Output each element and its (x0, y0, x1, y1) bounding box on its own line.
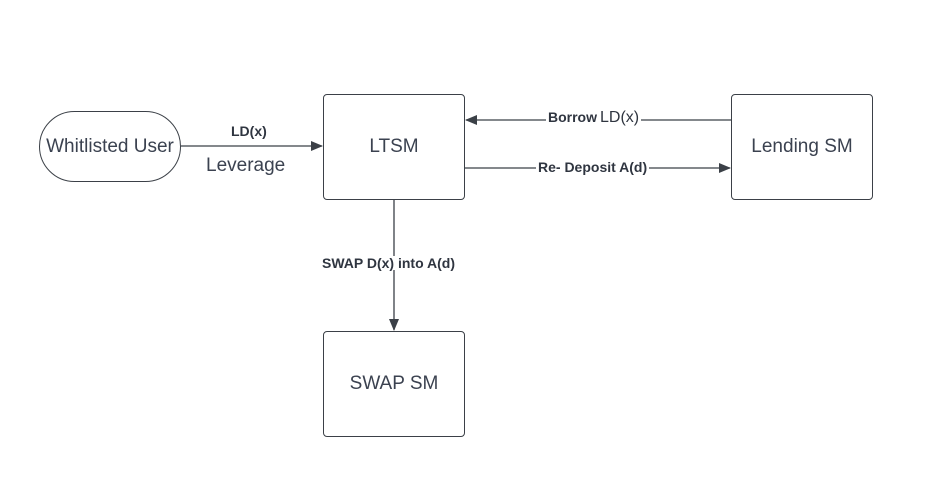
edge-label-borrow-bold: Borrow (548, 109, 597, 125)
node-ltsm: LTSM (323, 94, 465, 200)
edge-label-redeposit: Re- Deposit A(d) (536, 159, 650, 175)
edge-label-borrow-plain: LD(x) (600, 109, 640, 126)
edge-label-ldx: LD(x) (231, 123, 267, 139)
node-label: LTSM (369, 136, 419, 157)
node-label: Lending SM (751, 136, 853, 157)
edge-label-borrow: Borrow LD(x) (546, 109, 642, 126)
node-label: SWAP SM (349, 373, 439, 394)
edge-label-leverage: Leverage (206, 155, 286, 176)
node-label: Whitlisted User (46, 135, 174, 157)
edge-label-swap: SWAP D(x) into A(d) (320, 255, 457, 271)
node-whitlisted-user: Whitlisted User (39, 111, 181, 182)
node-lending-sm: Lending SM (731, 94, 873, 200)
node-swap-sm: SWAP SM (323, 331, 465, 437)
